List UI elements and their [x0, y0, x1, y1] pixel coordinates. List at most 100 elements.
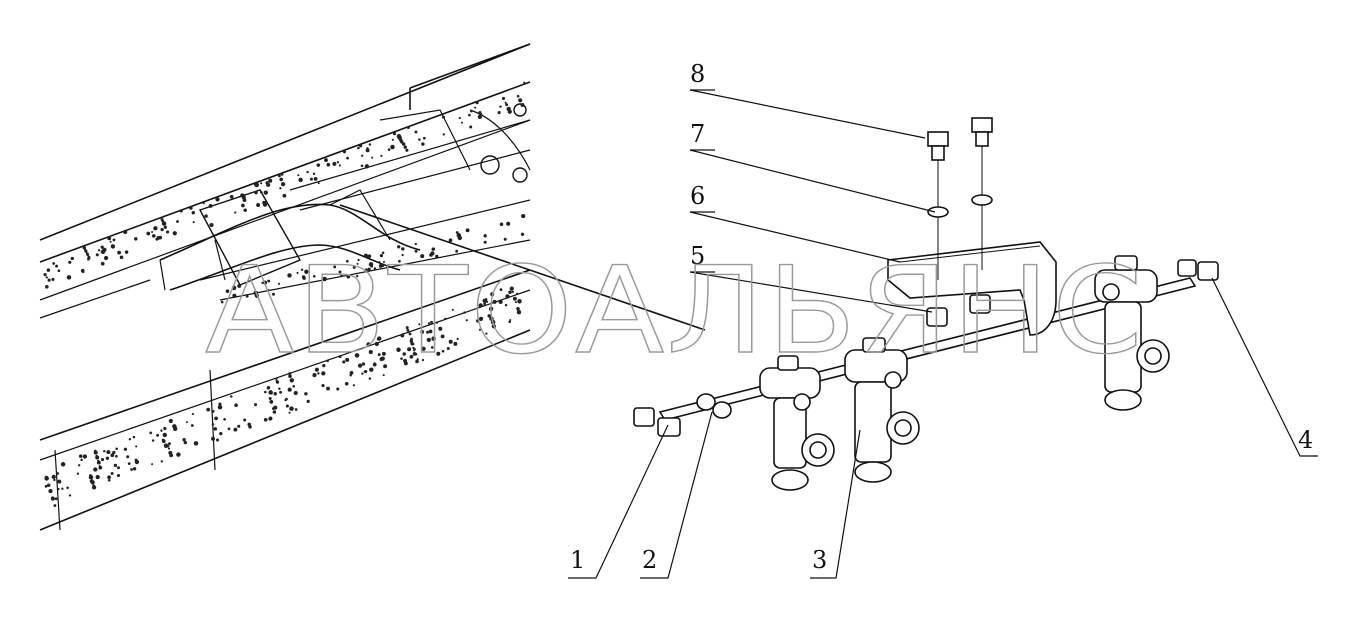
rivet-dot: [475, 101, 479, 105]
rivet-dot: [431, 336, 436, 341]
rivet-dot: [455, 249, 459, 253]
rivet-dot: [460, 121, 464, 124]
rivet-dot: [211, 436, 215, 441]
rivet-dot: [272, 410, 277, 414]
rivet-dot: [273, 391, 277, 396]
rivet-dot: [451, 308, 454, 311]
rivet-dot: [44, 484, 48, 488]
rivet-dot: [372, 362, 377, 367]
rivet-dot: [51, 277, 55, 281]
rivet-dot: [152, 234, 156, 238]
rivet-dot: [268, 397, 272, 400]
bolt-8: [927, 117, 993, 280]
rivet-dot: [287, 387, 292, 392]
rivet-dot: [357, 258, 360, 262]
rivet-dot: [512, 296, 517, 301]
rivet-dot: [379, 357, 384, 362]
rivet-dot: [86, 253, 90, 257]
rivet-dot: [107, 236, 112, 241]
rivet-dot: [427, 322, 431, 325]
rivet-dot: [230, 395, 233, 398]
rivet-dot: [367, 267, 371, 271]
rivet-dot: [123, 447, 128, 451]
rivet-dot: [82, 454, 88, 459]
rivet-dot: [70, 256, 74, 261]
rivet-dot: [446, 346, 450, 351]
rivet-dot: [483, 240, 487, 244]
rivet-dot: [263, 417, 268, 422]
rivet-dot: [358, 144, 363, 148]
rivet-dot: [232, 293, 237, 298]
rivet-dot: [414, 242, 417, 246]
rivet-dot: [421, 346, 426, 351]
rivet-dot: [267, 279, 271, 283]
rivet-dot: [365, 148, 370, 153]
rivet-dot: [354, 353, 360, 358]
rivet-dot: [364, 370, 368, 374]
rivet-dot: [254, 182, 259, 187]
rivet-dot: [490, 319, 496, 325]
rivet-dot: [321, 371, 326, 376]
rivet-dot: [215, 197, 220, 202]
rivet-dot: [345, 259, 349, 263]
rivet-dot: [151, 230, 154, 234]
rivet-dot: [520, 103, 525, 107]
rivet-dot: [241, 195, 246, 200]
rivet-dot: [46, 268, 51, 272]
rivet-dot: [438, 326, 443, 331]
nut-4: [1177, 259, 1219, 281]
frame-rivets: [43, 81, 526, 507]
rivet-dot: [382, 374, 385, 377]
rivet-dot: [312, 373, 317, 378]
rivet-dot: [161, 221, 167, 226]
rivet-dot: [421, 358, 425, 362]
rivet-dot: [110, 472, 114, 475]
rivet-dot: [277, 282, 281, 285]
rivet-dot: [220, 300, 224, 304]
rivet-dot: [408, 332, 412, 336]
rivet-dot: [166, 230, 170, 234]
rivet-dot: [324, 158, 328, 163]
rivet-dot: [297, 174, 300, 177]
rivet-dot: [499, 288, 503, 292]
rivet-dot: [117, 466, 120, 470]
rivet-dot: [401, 253, 404, 257]
rivet-dot: [237, 283, 242, 288]
rivet-dot: [281, 182, 286, 186]
rivet-dot: [420, 330, 425, 334]
rivet-dot: [173, 426, 178, 431]
rivet-dot: [134, 458, 138, 462]
rivet-dot: [278, 387, 281, 390]
rivet-dot: [338, 164, 341, 167]
rivet-dot: [453, 341, 458, 346]
rivet-dot: [190, 424, 194, 427]
rivet-dot: [293, 390, 298, 396]
rivet-dot: [179, 209, 183, 213]
rivet-dot: [132, 435, 136, 439]
rivet-dot: [256, 203, 261, 207]
rivet-dot: [516, 307, 520, 311]
rivet-dot: [116, 473, 121, 478]
rivet-dot: [369, 367, 374, 372]
rivet-dot: [379, 253, 384, 258]
rivet-dot: [482, 298, 487, 303]
rivet-dot: [430, 346, 434, 349]
rivet-dot: [304, 269, 309, 274]
callout-8: 8: [690, 60, 705, 88]
rivet-dot: [361, 372, 364, 375]
rivet-dot: [93, 450, 98, 455]
rivet-dot: [227, 427, 231, 431]
rivet-dot: [44, 476, 49, 481]
rivet-dot: [478, 328, 482, 331]
rivet-dot: [279, 187, 282, 190]
rivet-dot: [352, 384, 356, 387]
rivet-dot: [409, 339, 413, 343]
rivet-dot: [285, 397, 288, 401]
rivet-dot: [160, 429, 163, 432]
rivet-dot: [444, 317, 447, 321]
rivet-dot: [202, 202, 205, 205]
rivet-dot: [160, 227, 164, 232]
rivet-dot: [193, 441, 199, 446]
rivet-dot: [245, 294, 249, 298]
rivet-dot: [263, 190, 268, 195]
